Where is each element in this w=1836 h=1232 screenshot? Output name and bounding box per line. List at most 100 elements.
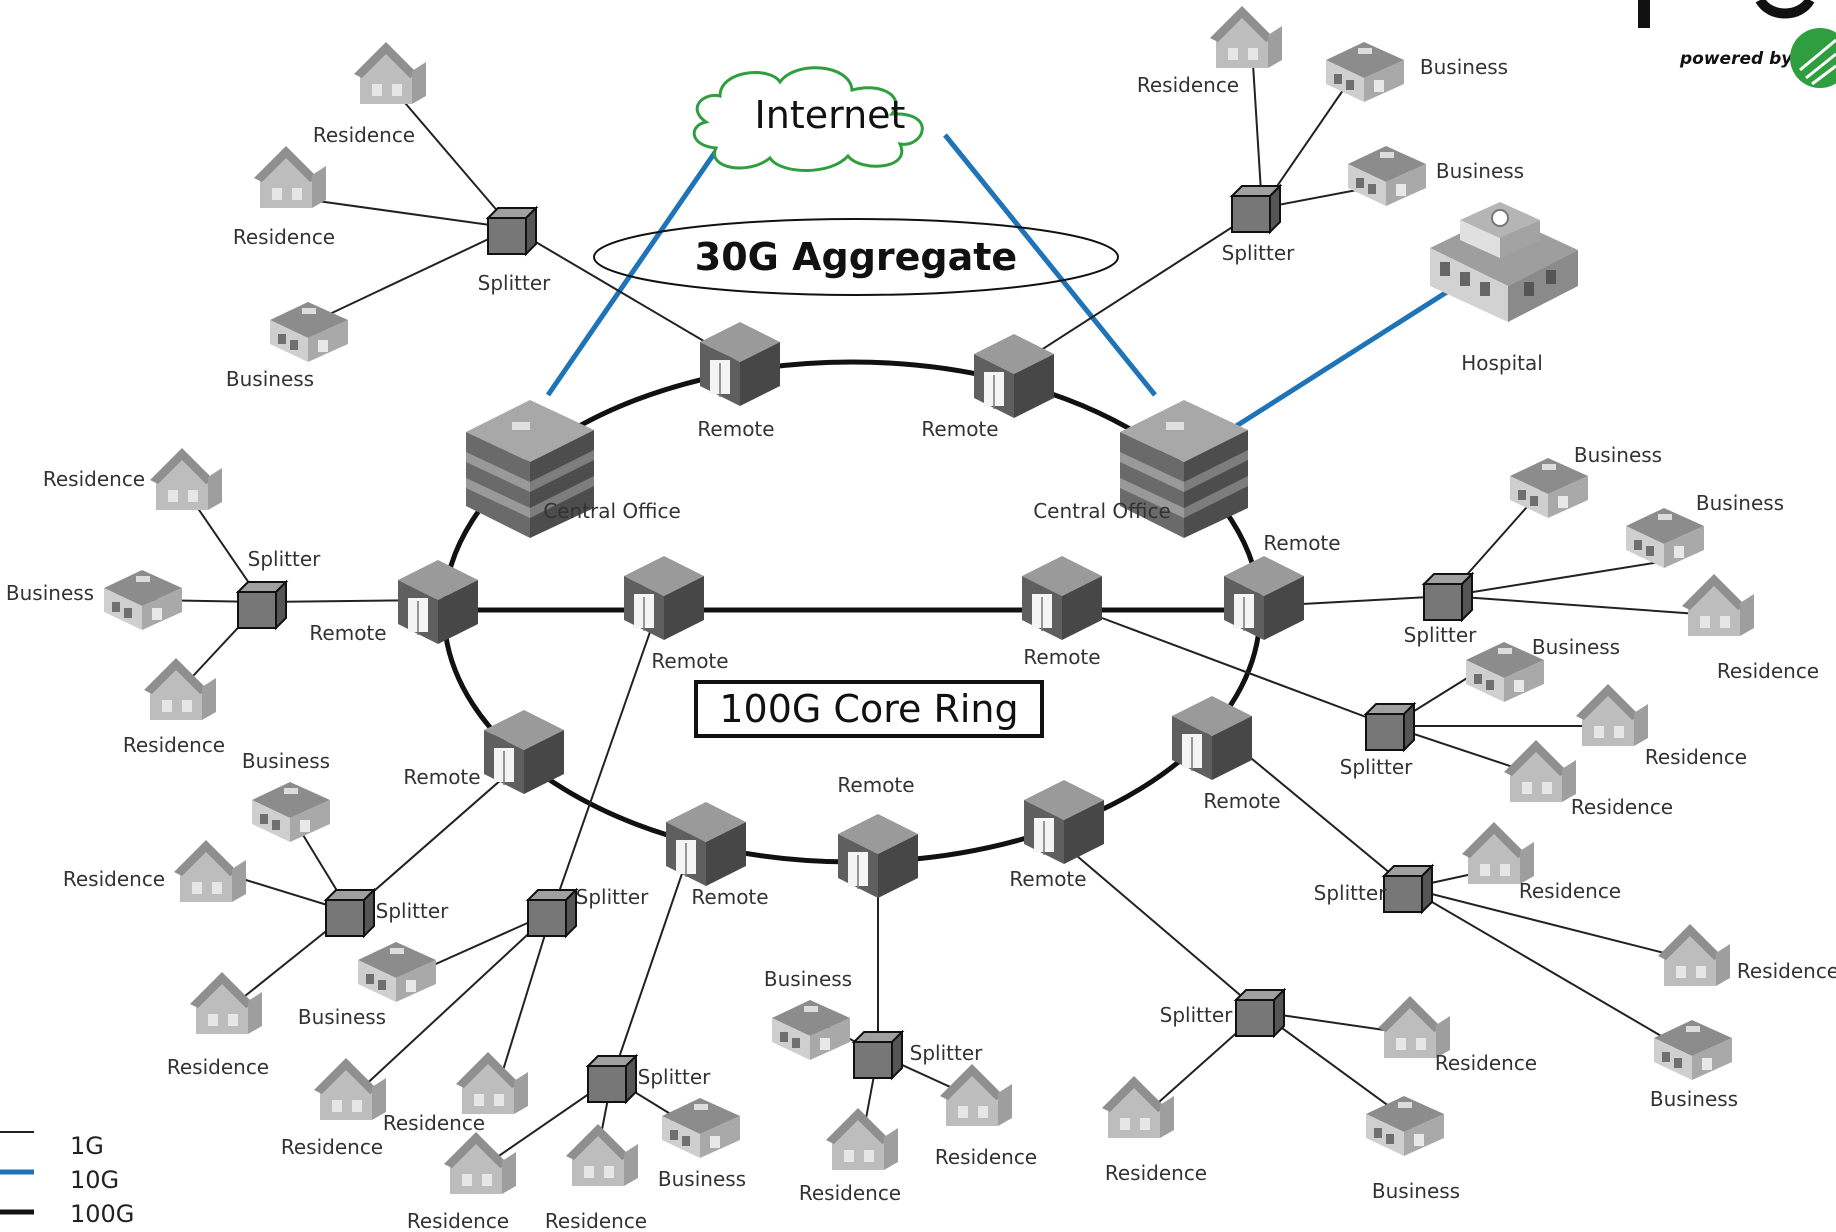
remote-label: Remote: [921, 417, 998, 441]
business-icon: [1366, 1096, 1444, 1156]
splitter-label: Splitter: [248, 547, 321, 571]
remote-label: Remote: [651, 649, 728, 673]
business-label: Business: [764, 967, 852, 991]
business-icon: [358, 942, 436, 1002]
internet-label: Internet: [755, 93, 906, 137]
residence-label: Residence: [1571, 795, 1673, 819]
splitter-label: Splitter: [638, 1065, 711, 1089]
remote-icon: [837, 813, 919, 899]
splitter-icon: [1423, 573, 1473, 621]
business-label: Business: [658, 1167, 746, 1191]
central-office-label: Central Office: [543, 499, 681, 523]
residence-label: Residence: [63, 867, 165, 891]
splitter-label: Splitter: [376, 899, 449, 923]
residence-label: Residence: [1717, 659, 1819, 683]
residence-icon: [1682, 574, 1754, 636]
remote-label: Remote: [837, 773, 914, 797]
residence-icon: [940, 1064, 1012, 1126]
business-icon: [772, 1000, 850, 1060]
remote-label: Remote: [1263, 531, 1340, 555]
residence-icon: [174, 840, 246, 902]
links-10g: [545, 133, 1452, 433]
business-label: Business: [1696, 491, 1784, 515]
residence-label: Residence: [545, 1209, 647, 1232]
business-label: Business: [1532, 635, 1620, 659]
business-icon: [1348, 146, 1426, 206]
remote-label: Remote: [1023, 645, 1100, 669]
residence-icon: [566, 1124, 638, 1186]
splitter-icon: [1365, 703, 1415, 751]
residence-label: Residence: [799, 1181, 901, 1205]
aggregate-ellipse: 30G Aggregate: [593, 218, 1119, 296]
residence-icon: [1504, 740, 1576, 802]
residence-label: Residence: [1137, 73, 1239, 97]
internet-cloud: Internet: [692, 66, 924, 172]
residence-label: Residence: [313, 123, 415, 147]
splitter-label: Splitter: [1222, 241, 1295, 265]
remote-icon: [1021, 555, 1103, 641]
remote-label: Remote: [403, 765, 480, 789]
core-ring-label-box: 100G Core Ring: [694, 680, 1044, 738]
business-icon: [1626, 508, 1704, 568]
residence-icon: [1658, 924, 1730, 986]
business-label: Business: [1436, 159, 1524, 183]
residence-icon: [254, 146, 326, 208]
splitter-label: Splitter: [1160, 1003, 1233, 1027]
remote-label: Remote: [1203, 789, 1280, 813]
business-icon: [1654, 1020, 1732, 1080]
legend-label: 10G: [70, 1166, 119, 1194]
remote-icon: [1223, 555, 1305, 641]
remote-icon: [1023, 779, 1105, 865]
remote-label: Remote: [309, 621, 386, 645]
remote-label: Remote: [1009, 867, 1086, 891]
brand-logo-stripes: [1799, 38, 1836, 86]
residence-label: Residence: [233, 225, 335, 249]
business-icon: [662, 1098, 740, 1158]
business-icon: [1326, 42, 1404, 102]
splitter-label: Splitter: [1314, 881, 1387, 905]
business-icon: [252, 782, 330, 842]
residence-label: Residence: [43, 467, 145, 491]
business-label: Business: [226, 367, 314, 391]
brand-logo-fragment: [1755, 0, 1815, 19]
remote-icon: [623, 555, 705, 641]
residence-label: Residence: [123, 733, 225, 757]
residence-label: Residence: [383, 1111, 485, 1135]
remote-icon: [665, 801, 747, 887]
residence-icon: [150, 448, 222, 510]
splitter-icon: [853, 1031, 903, 1079]
residence-label: Residence: [407, 1209, 509, 1232]
business-label: Business: [1574, 443, 1662, 467]
splitter-label: Splitter: [1340, 755, 1413, 779]
splitter-icon: [587, 1055, 637, 1103]
residence-label: Residence: [1519, 879, 1621, 903]
splitter-icon: [527, 889, 577, 937]
business-label: Business: [298, 1005, 386, 1029]
residence-label: Residence: [935, 1145, 1037, 1169]
brand-logo-fragment: [1638, 0, 1650, 28]
splitter-icon: [1231, 185, 1281, 233]
powered-by-text: powered by: [1679, 49, 1793, 69]
aggregate-label: 30G Aggregate: [695, 235, 1017, 279]
splitter-label: Splitter: [576, 885, 649, 909]
business-label: Business: [1650, 1087, 1738, 1111]
residence-icon: [1102, 1076, 1174, 1138]
residence-icon: [1210, 6, 1282, 68]
business-icon: [104, 570, 182, 630]
splitter-label: Splitter: [478, 271, 551, 295]
splitter-label: Splitter: [910, 1041, 983, 1065]
business-label: Business: [1420, 55, 1508, 79]
remote-label: Remote: [691, 885, 768, 909]
remote-icon: [1171, 695, 1253, 781]
legend: 1G 10G 100G: [0, 1131, 134, 1228]
residence-icon: [1576, 684, 1648, 746]
legend-label: 1G: [70, 1132, 104, 1160]
legend-label: 100G: [70, 1200, 134, 1228]
hospital-label: Hospital: [1461, 351, 1543, 375]
residence-label: Residence: [167, 1055, 269, 1079]
core-ring-label: 100G Core Ring: [719, 687, 1018, 731]
residence-label: Residence: [281, 1135, 383, 1159]
residence-label: Residence: [1105, 1161, 1207, 1185]
splitter-label: Splitter: [1404, 623, 1477, 647]
